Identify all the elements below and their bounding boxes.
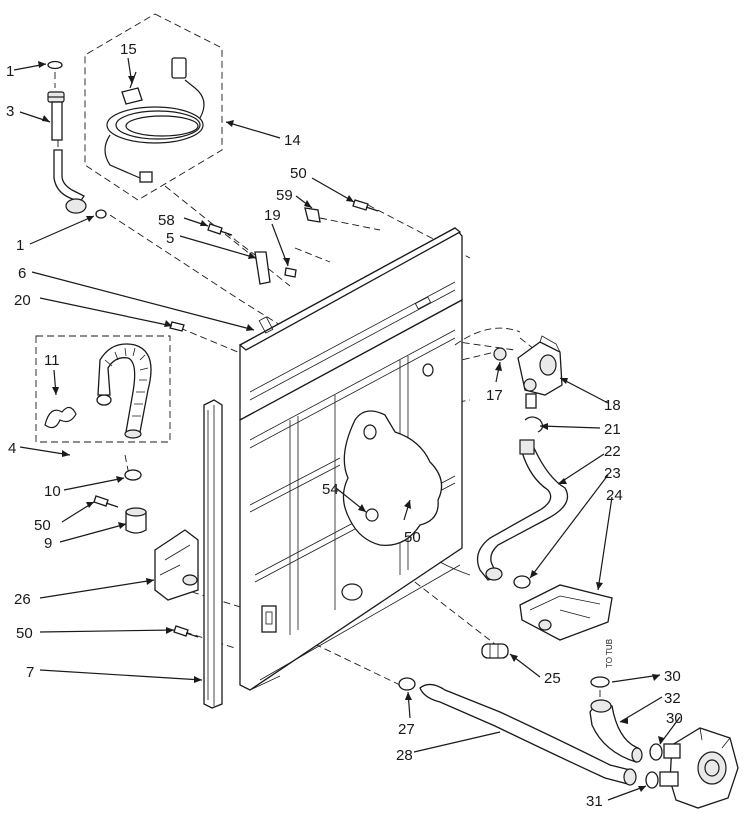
screw-icon (173, 625, 199, 638)
part-label: 23 (604, 465, 621, 482)
part-label: 3 (6, 103, 14, 120)
part-label: 50 (404, 529, 421, 546)
inlet-hose-upper-left (47, 60, 107, 219)
clamp-ring-icon (645, 771, 659, 789)
part-label: 28 (396, 747, 413, 764)
part-label: 18 (604, 397, 621, 414)
part-label: 30 (666, 710, 683, 727)
clamp-icon (524, 416, 544, 433)
arrowheads (38, 61, 664, 792)
drain-hose-kit (35, 335, 171, 443)
clamp-ring-icon (513, 575, 531, 589)
screw-icon (284, 267, 297, 278)
clamp-ring-icon (398, 677, 416, 691)
drain-connector (93, 469, 147, 534)
hose-bracket-icon (519, 584, 613, 641)
part-label: 50 (16, 625, 33, 642)
screw-icon (169, 321, 185, 332)
part-label: 59 (276, 187, 293, 204)
screw-icon (93, 495, 119, 508)
part-label: 22 (604, 443, 621, 460)
part-label: 50 (290, 165, 307, 182)
elbow-fitting-icon (65, 198, 87, 214)
part-label: 25 (544, 670, 561, 687)
part-label: 20 (14, 292, 31, 309)
part-label: 1 (6, 63, 14, 80)
part-label: 15 (120, 41, 137, 58)
inlet-tube-icon (53, 149, 85, 203)
clamp-ring-icon (649, 743, 663, 761)
part-label: 17 (486, 387, 503, 404)
to-tub-annotation: TO TUB (605, 639, 614, 668)
rear-panel (238, 227, 471, 691)
power-cord-group (84, 13, 223, 201)
part-label: 54 (322, 481, 339, 498)
hose-connector-icon (481, 643, 509, 659)
fill-hose-icon (476, 439, 569, 581)
part-label: 10 (44, 483, 61, 500)
water-valve-group (454, 327, 563, 433)
coupling-icon (125, 511, 147, 534)
part-label: 9 (44, 535, 52, 552)
part-label: 4 (8, 440, 16, 457)
part-label: 58 (158, 212, 175, 229)
drain-pump-icon (659, 727, 739, 809)
part-label: 7 (26, 664, 34, 681)
clamp-ring-icon (590, 676, 610, 688)
top-hardware (169, 199, 379, 332)
pump-hose-icon (589, 699, 643, 763)
part-label: 30 (664, 668, 681, 685)
screw-icon (352, 199, 379, 212)
part-label: 11 (44, 352, 60, 369)
washer-icon (124, 469, 142, 481)
screw-icon (207, 223, 233, 236)
side-strip-icon (203, 399, 223, 709)
part-label: 21 (604, 421, 621, 438)
part-label: 24 (606, 487, 623, 504)
nut-icon (493, 347, 507, 361)
panel-opening (342, 410, 443, 546)
bracket-clip-icon (254, 251, 271, 285)
part-label: 31 (586, 793, 603, 810)
water-valve-icon (517, 335, 563, 409)
hose-coupling-icon (47, 91, 65, 141)
part-label: 1 (16, 237, 24, 254)
part-label: 5 (166, 230, 174, 247)
part-label: 14 (284, 132, 301, 149)
power-cord-icon (104, 57, 205, 183)
part-label: 27 (398, 721, 415, 738)
clip-icon (304, 207, 321, 223)
part-label: 32 (664, 690, 681, 707)
drain-hose-long-icon (419, 683, 637, 786)
part-number-labels: 1 3 15 14 1 50 59 58 19 5 6 20 11 4 10 5… (6, 41, 683, 810)
hose-clamp-icon (44, 406, 77, 429)
part-label: 50 (34, 517, 51, 534)
washer-icon (95, 209, 107, 219)
washer-icon (47, 60, 63, 70)
drain-hose-icon (96, 343, 152, 439)
part-label: 6 (18, 265, 26, 282)
pump-bracket-icon (154, 529, 199, 601)
part-label: 26 (14, 591, 31, 608)
part-label: 19 (264, 207, 281, 224)
